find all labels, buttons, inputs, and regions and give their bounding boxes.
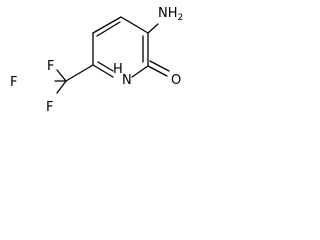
bond-c6-n1-double	[97, 61, 114, 72]
carbonyl-oxygen-label: O	[171, 73, 181, 88]
bond-cf3-f-top	[56, 69, 67, 82]
fluorine-left-label: F	[10, 75, 17, 90]
fluorine-top-label: F	[47, 59, 54, 74]
bond-c3-c4	[120, 16, 149, 34]
bond-c2-o-double	[149, 60, 170, 72]
bond-c6-cf3	[65, 64, 94, 82]
ring-nitrogen-label: N	[122, 73, 132, 88]
structure-diagram: NH2 O H N F F F	[0, 0, 202, 136]
amino-label: NH2	[158, 6, 183, 23]
bond-c3-amino	[147, 23, 159, 34]
bond-c2-o	[147, 65, 168, 77]
bond-n1-c2	[131, 65, 149, 78]
molecule-drawing: NH2 O H N F F F	[10, 6, 183, 115]
bond-cf3-f-bottom	[56, 80, 67, 94]
fluorine-bottom-label: F	[46, 100, 53, 115]
bond-c6-n1	[92, 64, 114, 78]
ring-nitrogen-h-label: H	[113, 62, 123, 77]
bond-c4-c5-double	[96, 21, 121, 37]
pyridinone-ring	[92, 16, 149, 78]
bond-c4-c5	[92, 16, 122, 34]
